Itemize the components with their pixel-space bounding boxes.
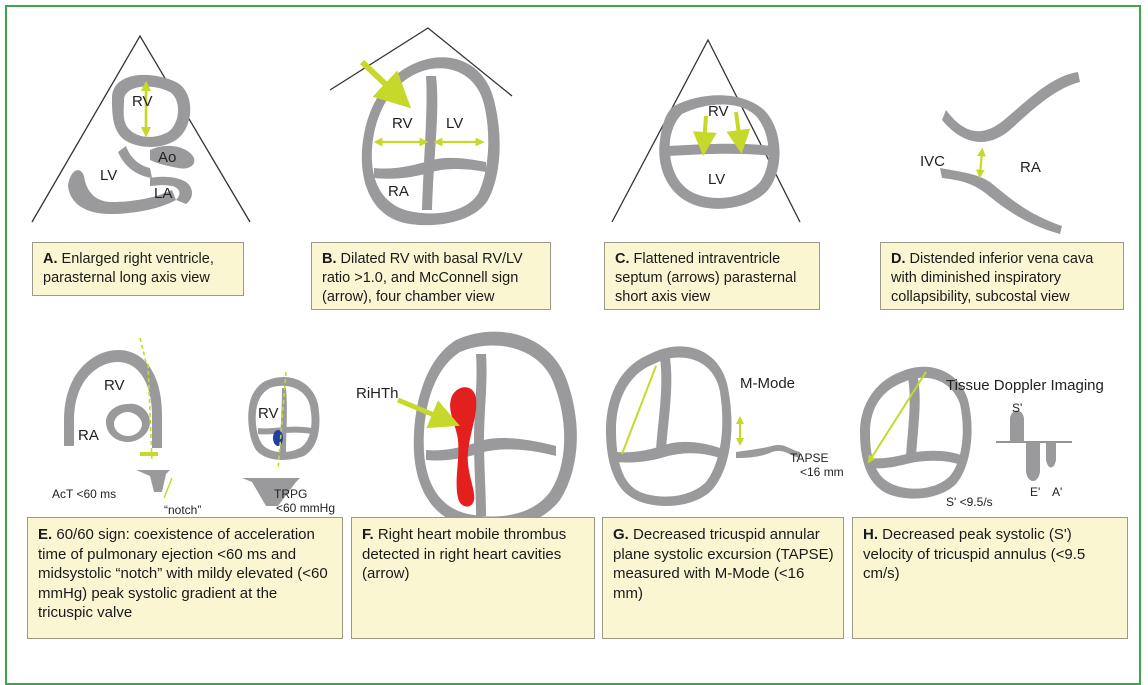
- valve-plane: [870, 451, 964, 469]
- caption-text: 60/60 sign: coexistence of acceleration …: [38, 526, 328, 621]
- caption-letter: D.: [891, 251, 906, 267]
- caption-f: F. Right heart mobile thrombus detected …: [351, 517, 595, 639]
- panel-f-illustration: RiHTh: [356, 332, 577, 530]
- heart-outline: [414, 332, 577, 530]
- caption-text: Right heart mobile thrombus detected in …: [362, 526, 566, 582]
- label-s-value: S' <9.5/s: [946, 495, 993, 509]
- label-lv: LV: [708, 171, 725, 188]
- tr-jet: [273, 430, 283, 446]
- caption-b: B. Dilated RV with basal RV/LV ratio >1.…: [311, 242, 551, 310]
- label-la: LA: [154, 185, 172, 202]
- caption-text: Decreased peak systolic (S') velocity of…: [863, 526, 1085, 582]
- caption-text: Flattened intraventricle septum (arrows)…: [615, 251, 796, 305]
- label-rv: RV: [708, 103, 729, 120]
- caption-letter: E.: [38, 526, 52, 543]
- caption-text: Distended inferior vena cava with dimini…: [891, 251, 1093, 305]
- panel-b-illustration: RV LV RA: [330, 28, 512, 225]
- label-ao: Ao: [158, 149, 176, 166]
- caption-letter: G.: [613, 526, 629, 543]
- label-mmode: M-Mode: [740, 375, 795, 392]
- rv-wall: [112, 75, 190, 147]
- label-act: AcT <60 ms: [52, 487, 116, 501]
- label-trpg: TRPG: [274, 487, 307, 501]
- label-rv: RV: [392, 115, 413, 132]
- s-wave: [1010, 411, 1024, 443]
- label-a: A': [1052, 485, 1062, 499]
- panel-d-illustration: IVC RA: [920, 72, 1080, 234]
- caption-e: E. 60/60 sign: coexistence of accelerati…: [27, 517, 343, 639]
- caption-c: C. Flattened intraventricle septum (arro…: [604, 242, 820, 310]
- label-e: E': [1030, 485, 1040, 499]
- caption-letter: B.: [322, 251, 337, 267]
- aortic-ring: [106, 404, 150, 442]
- septum-wall: [474, 354, 487, 516]
- ivc-lower-wall: [940, 168, 1062, 234]
- caption-g: G. Decreased tricuspid annular plane sys…: [602, 517, 844, 639]
- label-trpg-value: <60 mmHg: [276, 501, 335, 515]
- caption-h: H. Decreased peak systolic (S') velocity…: [852, 517, 1128, 639]
- label-ivc: IVC: [920, 153, 945, 170]
- septum-wall: [656, 358, 671, 450]
- valve-plane: [616, 442, 720, 463]
- label-rv: RV: [258, 405, 279, 422]
- caption-d: D. Distended inferior vena cava with dim…: [880, 242, 1124, 310]
- label-ra: RA: [1020, 159, 1041, 176]
- panel-e-illustration: RV RA AcT <60 ms “notch” RV TRPG <60 mmH…: [52, 338, 335, 517]
- label-lv: LV: [446, 115, 463, 132]
- panel-c-illustration: RV LV: [612, 40, 800, 222]
- ivc-upper-wall: [942, 72, 1080, 142]
- label-tdi: Tissue Doppler Imaging: [946, 377, 1104, 394]
- caption-letter: H.: [863, 526, 878, 543]
- label-s: S': [1012, 401, 1022, 415]
- septum-wall: [668, 144, 772, 156]
- label-ra: RA: [388, 183, 409, 200]
- notch-pointer: [164, 478, 172, 498]
- septum-wall: [422, 76, 437, 210]
- label-tapse: TAPSE: [790, 451, 828, 465]
- label-tapse-value: <16 mm: [800, 465, 844, 479]
- e-wave: [1026, 442, 1040, 481]
- label-rv: RV: [132, 93, 153, 110]
- caption-a: A. Enlarged right ventricle, parasternal…: [32, 242, 244, 296]
- septum-arrow-1: [704, 116, 706, 144]
- sample-volume: [140, 452, 158, 456]
- caption-letter: F.: [362, 526, 374, 543]
- septum-wall: [118, 146, 152, 178]
- label-lv: LV: [100, 167, 117, 184]
- caption-text: Dilated RV with basal RV/LV ratio >1.0, …: [322, 251, 523, 305]
- sector-outline: [32, 36, 250, 222]
- pulmonary-flow-waveform: [136, 470, 170, 492]
- panel-a-illustration: RV LV Ao LA: [32, 36, 250, 222]
- caption-text: Decreased tricuspid annular plane systol…: [613, 526, 834, 602]
- label-rv: RV: [104, 377, 125, 394]
- label-ra: RA: [78, 427, 99, 444]
- label-notch: “notch”: [164, 503, 201, 517]
- a-wave: [1046, 442, 1056, 468]
- panel-h-illustration: Tissue Doppler Imaging S' E' A' S' <9.5/…: [860, 367, 1104, 509]
- caption-text: Enlarged right ventricle, parasternal lo…: [43, 251, 214, 286]
- ivc-dimension-arrow: [980, 152, 982, 174]
- caption-letter: C.: [615, 251, 630, 267]
- valve-plane: [426, 438, 556, 461]
- caption-letter: A.: [43, 251, 58, 267]
- panel-g-illustration: M-Mode TAPSE <16 mm: [606, 346, 844, 506]
- label-rihth: RiHTh: [356, 385, 399, 402]
- septum-wall: [906, 378, 920, 456]
- septum-arrow-2: [736, 112, 740, 142]
